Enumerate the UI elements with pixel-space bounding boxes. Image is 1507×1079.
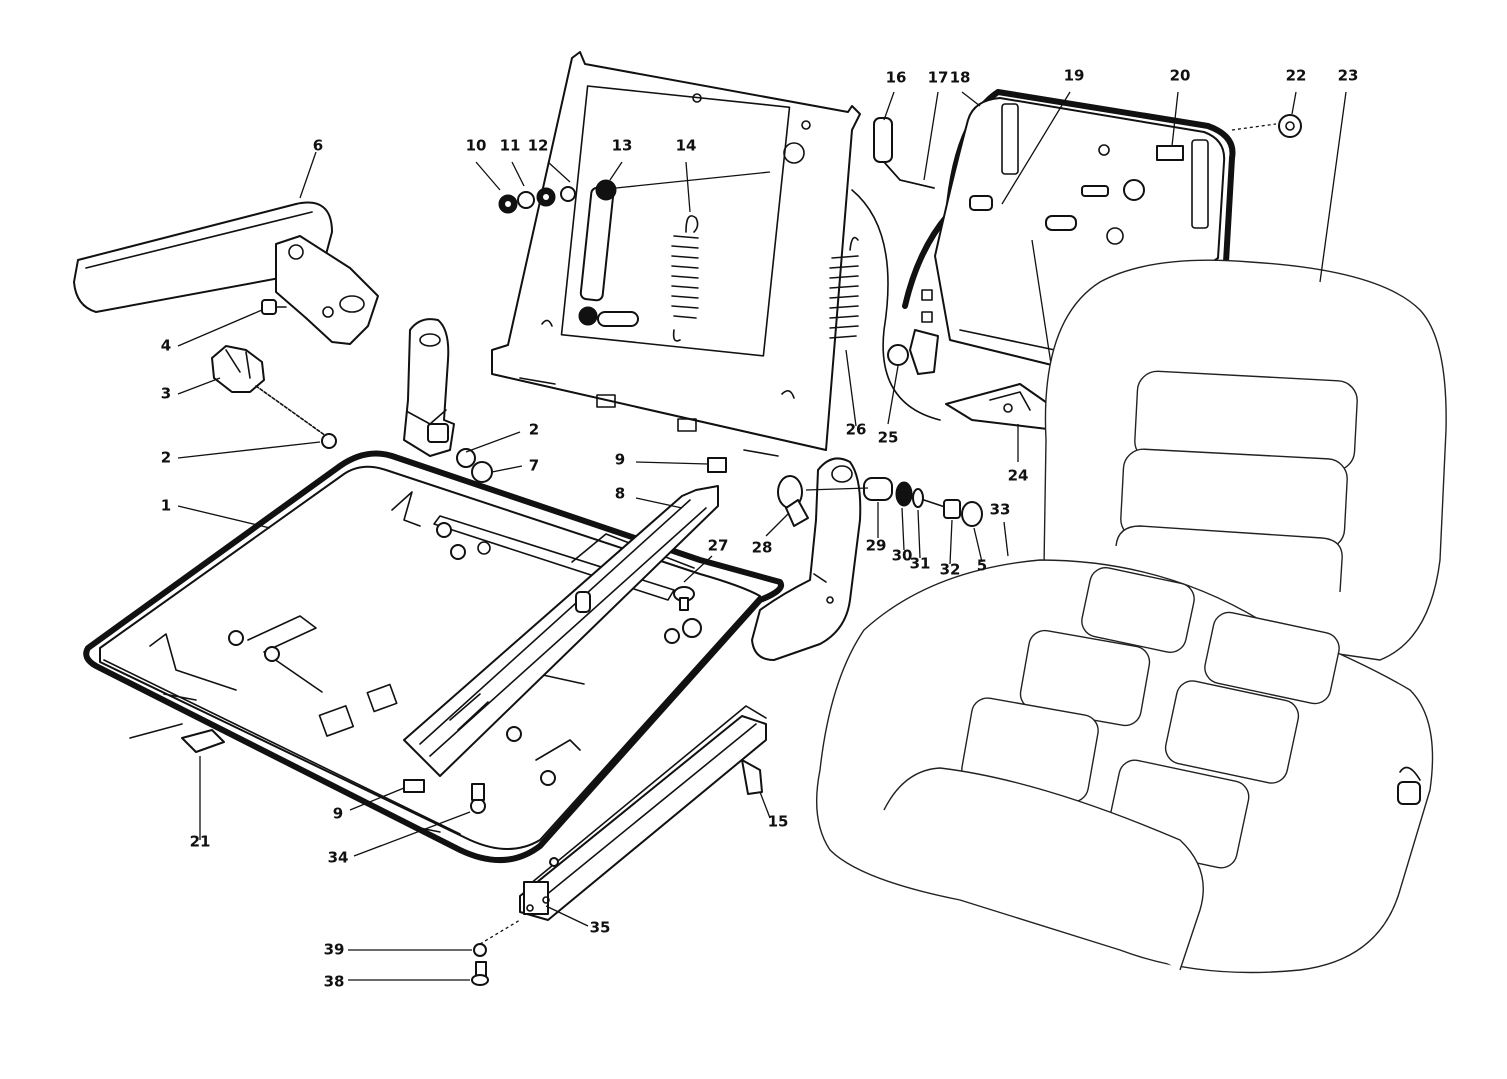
callout-12: 12 (528, 137, 549, 155)
callout-2-left: 2 (161, 449, 171, 467)
screw (261, 299, 287, 315)
callout-23: 23 (1338, 67, 1359, 85)
lever (777, 475, 809, 527)
tension-spring-26 (829, 236, 859, 339)
callout-10: 10 (466, 137, 487, 155)
callout-13: 13 (612, 137, 633, 155)
callout-25: 25 (878, 429, 899, 447)
callout-4: 4 (161, 337, 171, 355)
callout-38: 38 (324, 973, 345, 991)
pivot-hardware (805, 477, 983, 527)
callout-9-lower: 9 (333, 805, 343, 823)
adjustment-knob (211, 345, 337, 449)
slide-rail (403, 485, 719, 777)
callout-2-right: 2 (529, 421, 539, 439)
callout-5: 5 (977, 557, 987, 575)
callout-34: 34 (328, 849, 349, 867)
callout-1: 1 (161, 497, 171, 515)
callout-labels: 1 2 2 3 4 5 6 7 8 9 9 10 11 12 13 14 15 … (161, 67, 1359, 991)
mounting-bracket (129, 723, 225, 753)
callout-14: 14 (676, 137, 697, 155)
callout-32: 32 (940, 561, 961, 579)
callout-15: 15 (768, 813, 789, 831)
bolt-and-washer (471, 919, 521, 986)
lower-slide-rail (519, 705, 767, 921)
callout-6: 6 (313, 137, 323, 155)
bracket (945, 383, 1061, 431)
callout-9-upper: 9 (615, 451, 625, 469)
callout-8: 8 (615, 485, 625, 503)
callout-19: 19 (1064, 67, 1085, 85)
callout-18: 18 (950, 69, 971, 87)
callout-30: 30 (892, 547, 913, 565)
guide-line (851, 189, 941, 421)
callout-28: 28 (752, 539, 773, 557)
callout-7: 7 (529, 457, 539, 475)
callout-21: 21 (190, 833, 211, 851)
callout-31: 31 (910, 555, 931, 573)
callout-26: 26 (846, 421, 867, 439)
callout-11: 11 (500, 137, 521, 155)
callout-35: 35 (590, 919, 611, 937)
seat-screw (470, 783, 486, 814)
gas-strut (578, 171, 771, 327)
callout-29: 29 (866, 537, 887, 555)
washer-stack (498, 186, 576, 214)
release-handle (873, 117, 935, 189)
callout-3: 3 (161, 385, 171, 403)
callout-27: 27 (708, 537, 729, 555)
clip-lower (403, 779, 425, 793)
armrest (73, 201, 379, 345)
callout-22: 22 (1286, 67, 1307, 85)
tension-spring-14 (671, 215, 699, 342)
callout-39: 39 (324, 941, 345, 959)
callout-16: 16 (886, 69, 907, 87)
right-hinge-bracket (751, 457, 862, 661)
grommet-guide (1231, 123, 1277, 131)
backrest-frame-plate (491, 51, 861, 457)
rivet-27 (673, 586, 695, 611)
left-hinge-bracket (403, 318, 493, 483)
seat-cushion (816, 259, 1447, 974)
leader-lines (177, 91, 1347, 981)
clip-upper (707, 457, 727, 473)
callout-17: 17 (928, 69, 949, 87)
callout-24: 24 (1008, 467, 1029, 485)
callout-20: 20 (1170, 67, 1191, 85)
grommet (1278, 114, 1302, 138)
callout-33: 33 (990, 501, 1011, 519)
